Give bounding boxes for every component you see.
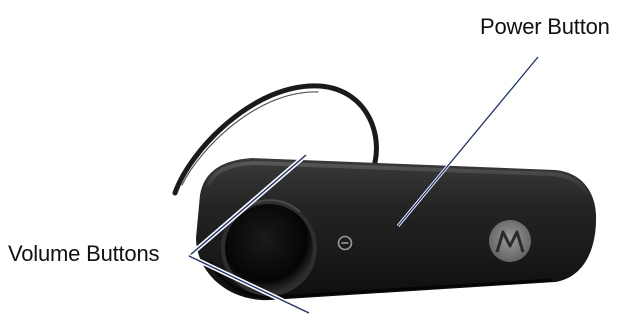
- volume-buttons-label: Volume Buttons: [8, 241, 159, 267]
- motorola-logo: [489, 220, 531, 262]
- power-button-label: Power Button: [480, 14, 610, 40]
